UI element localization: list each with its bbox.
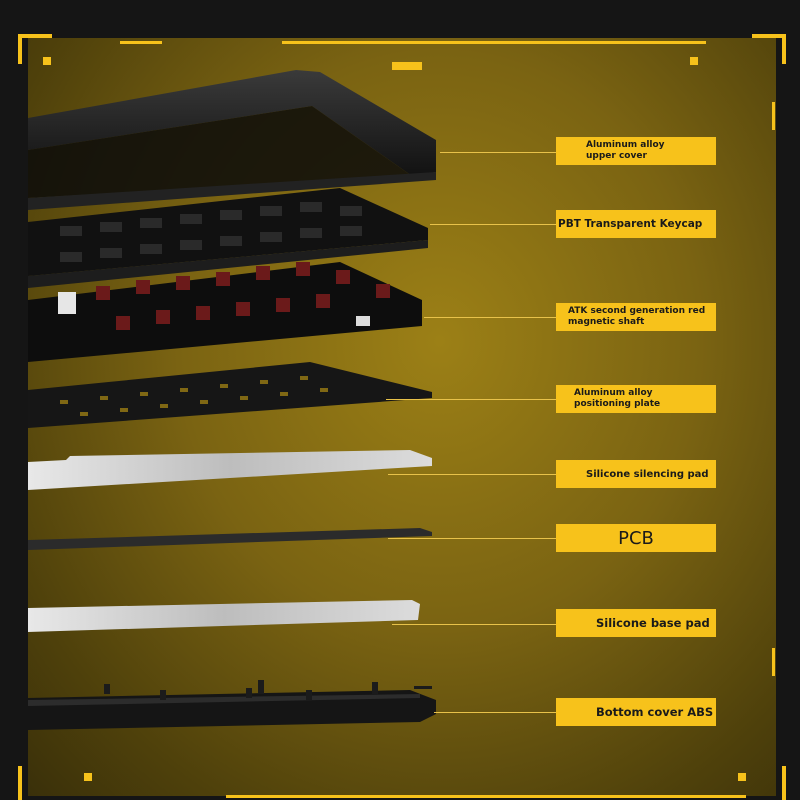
frame-square-br bbox=[738, 773, 746, 781]
upper-cover-layer bbox=[28, 70, 436, 210]
label-bottom-cover: Bottom cover ABS bbox=[556, 698, 716, 726]
frame-corner-tl-v bbox=[18, 34, 22, 64]
leader-pcb bbox=[388, 538, 556, 539]
leader-base-pad bbox=[392, 624, 556, 625]
magnetic-shaft-layer bbox=[28, 262, 422, 362]
leader-bottom-cover bbox=[434, 712, 556, 713]
frame-right-tick-2 bbox=[772, 648, 775, 676]
frame-square-bl bbox=[84, 773, 92, 781]
label-positioning-plate: Aluminum alloy positioning plate bbox=[556, 385, 716, 413]
leader-silencing-pad bbox=[388, 474, 556, 475]
frame-top-line-left bbox=[120, 41, 162, 44]
label-pcb: PCB bbox=[556, 524, 716, 552]
pcb-layer bbox=[28, 528, 432, 550]
label-magnetic-shaft: ATK second generation red magnetic shaft bbox=[556, 303, 716, 331]
frame-top-block bbox=[392, 62, 422, 70]
label-silencing-pad: Silicone silencing pad bbox=[556, 460, 716, 488]
leader-magnetic-shaft bbox=[424, 317, 556, 318]
label-upper-cover: Aluminum alloy upper cover bbox=[556, 137, 716, 165]
base-pad-layer bbox=[28, 600, 420, 632]
frame-corner-tl-h bbox=[18, 34, 52, 38]
frame-corner-tr-v bbox=[782, 34, 786, 64]
frame-right-tick bbox=[772, 102, 775, 130]
keycap-layer bbox=[28, 188, 428, 288]
frame-corner-tr-h bbox=[752, 34, 786, 38]
frame-bottom-line bbox=[226, 795, 746, 798]
frame-square-tr bbox=[690, 57, 698, 65]
silencing-pad-layer bbox=[28, 450, 432, 490]
frame-square-tl bbox=[43, 57, 51, 65]
frame-top-line-right bbox=[282, 41, 706, 44]
label-base-pad: Silicone base pad bbox=[556, 609, 716, 637]
leader-keycap bbox=[430, 224, 556, 225]
leader-upper-cover bbox=[440, 152, 556, 153]
bottom-cover-layer bbox=[28, 680, 436, 730]
leader-positioning-plate bbox=[386, 399, 556, 400]
label-keycap: PBT Transparent Keycap bbox=[556, 210, 716, 238]
positioning-plate-layer bbox=[28, 362, 432, 428]
frame-corner-bl-v bbox=[18, 766, 22, 800]
frame-corner-br-v bbox=[782, 766, 786, 800]
